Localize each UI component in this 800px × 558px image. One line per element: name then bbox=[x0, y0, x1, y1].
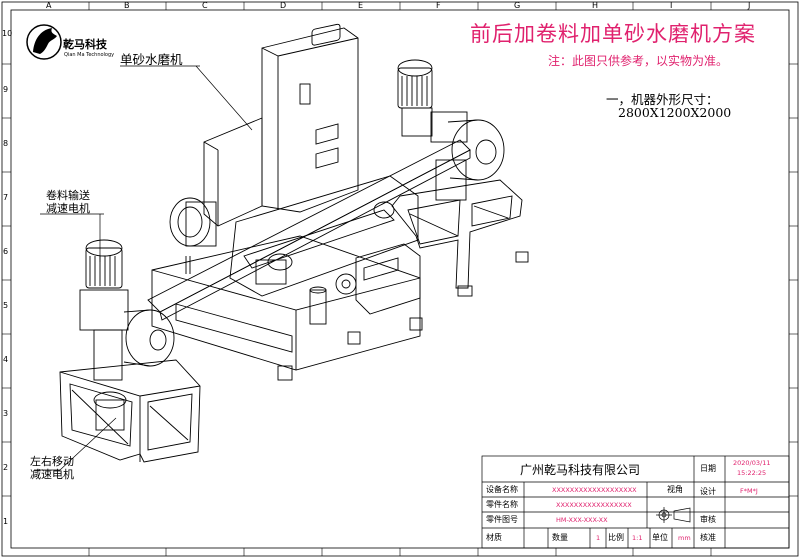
page-title: 前后加卷料加单砂水磨机方案 bbox=[470, 22, 756, 46]
grid-label: 8 bbox=[3, 139, 9, 148]
grid-label: 10 bbox=[2, 29, 13, 38]
grid-label: H bbox=[592, 1, 599, 10]
grid-label: I bbox=[670, 1, 673, 10]
horse-logo-icon bbox=[26, 24, 62, 60]
grid-label: 4 bbox=[3, 355, 9, 364]
grid-label: 7 bbox=[3, 193, 9, 202]
grid-label: F bbox=[436, 1, 441, 10]
part-number-value: HM-XXX-XXX-XX bbox=[556, 516, 608, 524]
date-value: 2020/03/11 bbox=[733, 459, 771, 467]
date-label: 日期 bbox=[700, 464, 716, 473]
equipment-name-value: XXXXXXXXXXXXXXXXXXX bbox=[552, 486, 637, 494]
logo-subtitle: Qian Ma Technology bbox=[64, 52, 115, 58]
grid-label: 6 bbox=[3, 247, 9, 256]
time-value: 15:22:25 bbox=[737, 469, 767, 477]
projection-symbol-icon bbox=[656, 507, 691, 523]
quantity-label: 数量 bbox=[552, 533, 568, 542]
callout-move-motor-line1: 左右移动 bbox=[30, 455, 74, 468]
grid-label: 2 bbox=[3, 463, 9, 472]
callout-leaders bbox=[34, 65, 253, 471]
callout-feed-motor-line1: 卷料输送 bbox=[46, 189, 90, 202]
scale-value: 1:1 bbox=[632, 534, 643, 542]
grid-label: E bbox=[358, 1, 364, 10]
grid-label: B bbox=[124, 1, 130, 10]
grid-label: D bbox=[280, 1, 287, 10]
left-rewind-stand bbox=[59, 239, 201, 463]
callout-move-motor-line2: 减速电机 bbox=[30, 468, 74, 481]
scale-label: 比例 bbox=[608, 533, 624, 542]
part-name-label: 零件名称 bbox=[486, 500, 518, 509]
view-label: 视角 bbox=[667, 485, 683, 494]
grid-label: 1 bbox=[3, 517, 9, 526]
part-name-value: XXXXXXXXXXXXXXXXX bbox=[556, 501, 632, 509]
title-block-lines bbox=[481, 455, 790, 549]
equipment-name-label: 设备名称 bbox=[486, 485, 518, 494]
grid-label: C bbox=[202, 1, 208, 10]
callout-grinder: 单砂水磨机 bbox=[120, 52, 183, 67]
unit-label: 单位 bbox=[652, 533, 668, 542]
dimension-value: 2800X1200X2000 bbox=[618, 105, 732, 120]
grid-label: 9 bbox=[3, 85, 9, 94]
grid-label: 3 bbox=[3, 409, 9, 418]
dimension-label: 一，机器外形尺寸： bbox=[606, 92, 719, 107]
right-unwind-stand bbox=[391, 59, 529, 297]
approve-label: 核准 bbox=[700, 533, 716, 542]
review-label: 审核 bbox=[700, 515, 716, 524]
callout-feed-motor-line2: 减速电机 bbox=[46, 202, 90, 215]
grid-label: A bbox=[46, 1, 52, 10]
single-sand-grinder bbox=[147, 23, 471, 381]
part-number-label: 零件图号 bbox=[486, 515, 518, 524]
logo-name: 乾马科技 bbox=[63, 38, 107, 51]
design-label: 设计 bbox=[700, 487, 716, 496]
unit-value: mm bbox=[678, 534, 691, 542]
reference-note: 注：此图只供参考，以实物为准。 bbox=[548, 54, 729, 68]
quantity-value: 1 bbox=[596, 534, 601, 542]
design-value: F*M*J bbox=[740, 487, 758, 495]
material-label: 材质 bbox=[486, 533, 502, 542]
grid-label: 5 bbox=[3, 301, 9, 310]
grid-label: J bbox=[748, 1, 751, 10]
grid-label: G bbox=[514, 1, 521, 10]
company-name: 广州乾马科技有限公司 bbox=[520, 463, 641, 477]
